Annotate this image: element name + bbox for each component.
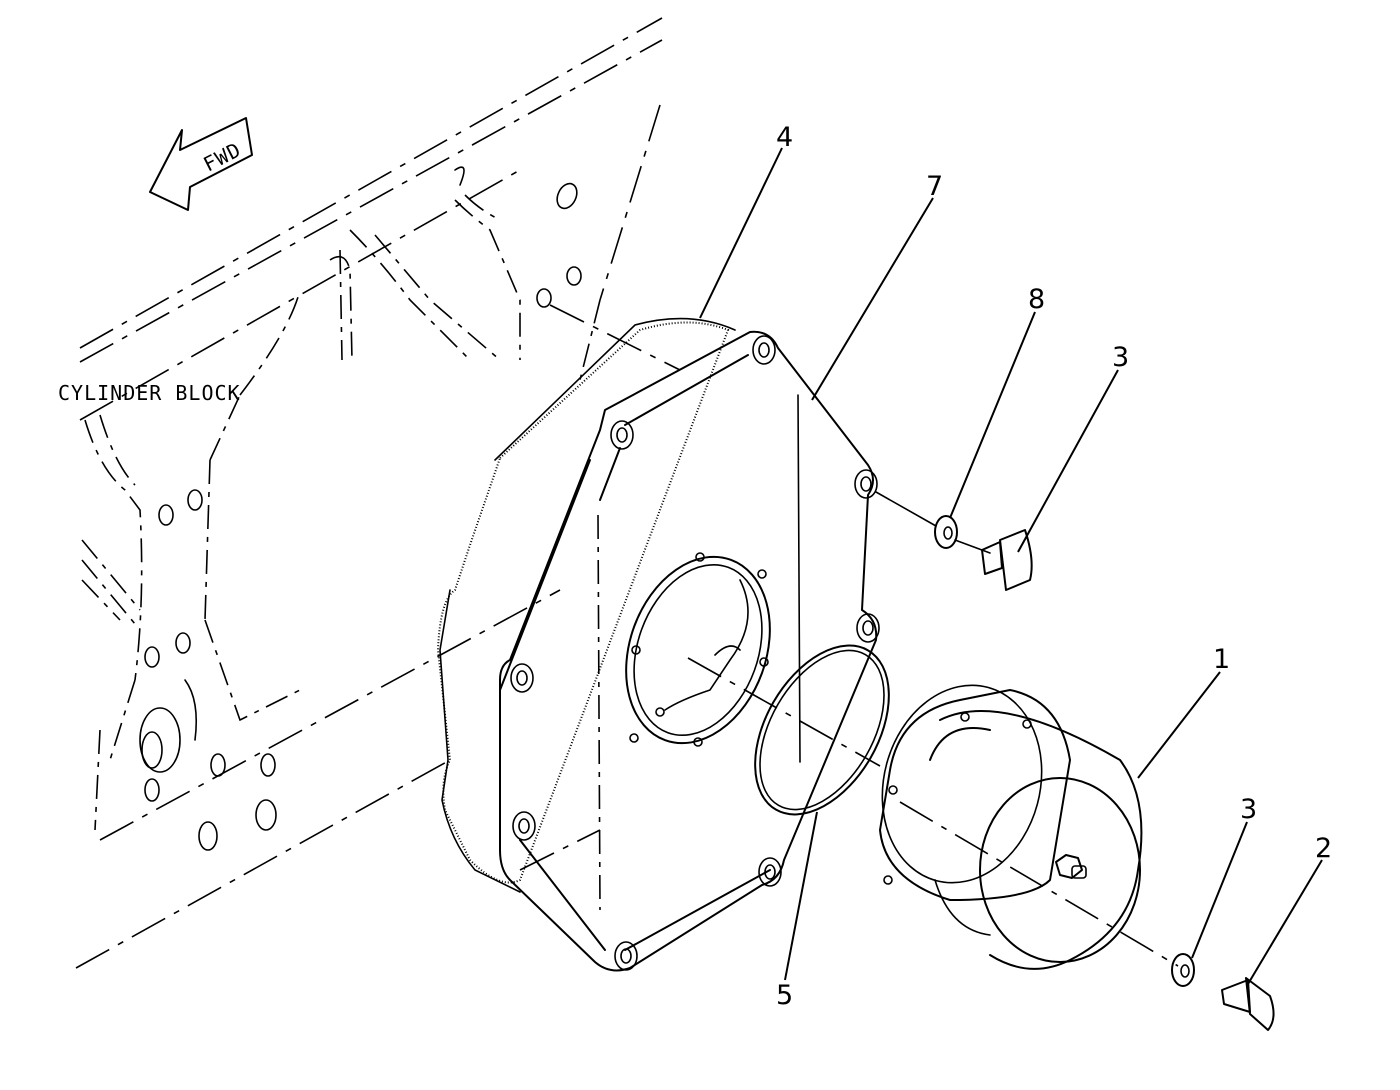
bolt-upper <box>981 529 1033 591</box>
cover-gasket <box>436 321 730 884</box>
rear-cover-plate <box>499 330 880 972</box>
front-cover-housing <box>879 684 1143 970</box>
callout-4: 4 <box>776 122 793 153</box>
assembly-centerlines <box>549 304 1179 967</box>
cover-gasket-edge <box>439 317 736 893</box>
cylinder-block-outline <box>75 17 663 969</box>
callout-1: 1 <box>1213 644 1230 675</box>
o-ring-seal <box>754 644 890 816</box>
callout-leader-lines <box>699 147 1323 985</box>
bolt-lower <box>1221 977 1275 1031</box>
callout-3-lower: 3 <box>1240 794 1257 825</box>
washer-lower <box>1171 953 1195 987</box>
forward-direction-arrow-icon: FWD <box>149 117 253 211</box>
callout-7: 7 <box>926 171 943 202</box>
callout-8: 8 <box>1028 284 1045 315</box>
washer-upper <box>934 515 958 549</box>
cylinder-block-label: CYLINDER BLOCK <box>58 381 241 405</box>
callout-2: 2 <box>1315 833 1332 864</box>
callout-3-upper: 3 <box>1112 342 1129 373</box>
callout-5: 5 <box>776 980 793 1011</box>
